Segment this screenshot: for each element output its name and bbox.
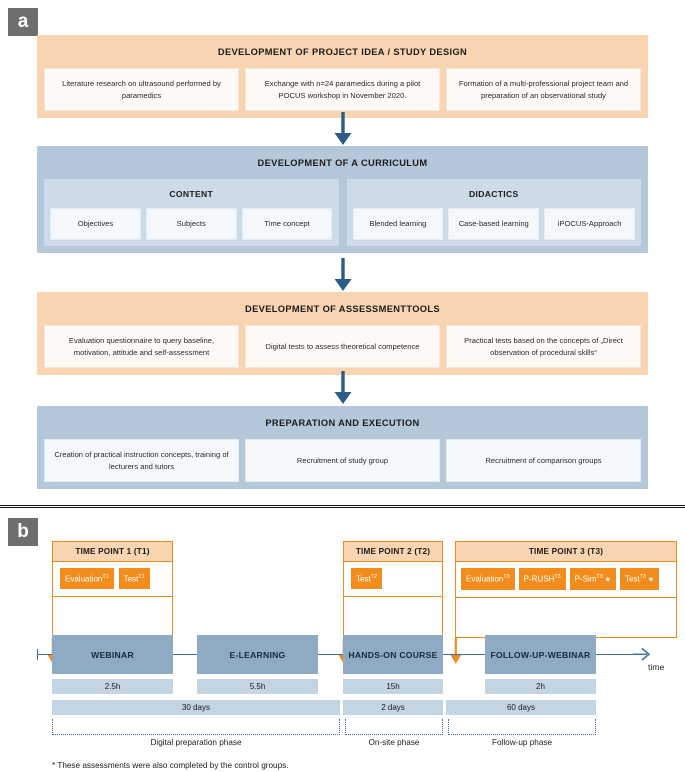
- phase-label-digital: Digital preparation phase: [150, 738, 242, 747]
- flow-cell: Evaluation questionnaire to query baseli…: [44, 325, 239, 368]
- panel-b-timeline: b TIME POINT 1 (T1) EvaluationT1 TestT1 …: [0, 509, 685, 772]
- assessment-badge-row: TestT2: [344, 562, 442, 597]
- timeline-step-follow-up-webinar: FOLLOW-UP-WEBINAR: [485, 635, 596, 674]
- time-point-title: TIME POINT 3 (T3): [456, 542, 676, 562]
- phase-bracket-followup: [448, 719, 596, 735]
- flow-cell: Objectives: [50, 208, 141, 240]
- stage-cell-row: Evaluation questionnaire to query baseli…: [37, 325, 648, 375]
- timeline-step-e-learning: E-LEARNING: [197, 635, 318, 674]
- connector-arrow-t3-icon: [449, 638, 463, 671]
- flow-cell: Creation of practical instruction concep…: [44, 439, 239, 482]
- phase-bracket-digital: [52, 719, 340, 735]
- stage-title: DEVELOPMENT OF PROJECT IDEA / STUDY DESI…: [217, 47, 468, 57]
- stage-title: DEVELOPMENT OF A CURRICULUM: [257, 158, 428, 168]
- axis-arrow-icon: [633, 646, 651, 668]
- duration-webinar: 2.5h: [52, 679, 173, 694]
- panel-a-flowchart: a DEVELOPMENT OF PROJECT IDEA / STUDY DE…: [8, 8, 648, 489]
- duration-hands-on-course: 15h: [343, 679, 443, 694]
- group-cell-row: Blended learning Case-based learning iPO…: [347, 208, 642, 246]
- footnote-text: * These assessments were also completed …: [52, 761, 289, 770]
- flow-cell: Time concept: [241, 208, 333, 240]
- axis-label-time: time: [648, 662, 665, 672]
- curriculum-split: CONTENT Objectives Subjects Time concept…: [37, 179, 648, 253]
- group-title: DIDACTICS: [469, 189, 519, 199]
- time-point-title: TIME POINT 1 (T1): [53, 542, 172, 562]
- flow-cell: Digital tests to assess theoretical comp…: [245, 325, 440, 368]
- group-cell-row: Objectives Subjects Time concept: [44, 208, 339, 246]
- footnote-star-icon: ★: [602, 576, 611, 584]
- timeline-step-hands-on-course: HANDS-ON COURSE: [343, 635, 443, 674]
- panel-divider: [0, 505, 685, 508]
- assessment-badge-evaluation-t1: EvaluationT1: [60, 568, 114, 589]
- assessment-badge-evaluation-t3: EvaluationT3: [461, 568, 515, 590]
- stage-cell-row: Literature research on ultrasound perfor…: [37, 68, 648, 118]
- flow-cell: Exchange with n=24 paramedics during a p…: [245, 68, 440, 111]
- flow-cell: Practical tests based on the concepts of…: [446, 325, 641, 368]
- timeline-step-webinar: WEBINAR: [52, 635, 173, 674]
- stage-title: DEVELOPMENT OF ASSESSMENTTOOLS: [245, 304, 440, 314]
- time-point-2-box: TIME POINT 2 (T2) TestT2: [343, 541, 443, 638]
- panel-a-tag: a: [8, 8, 38, 36]
- stage-cell-row: Creation of practical instruction concep…: [37, 439, 648, 489]
- flow-cell: Recruitment of comparison groups: [446, 439, 641, 482]
- flow-cell: Formation of a multi-professional projec…: [446, 68, 641, 111]
- arrow-down-icon: [331, 112, 355, 151]
- time-point-title: TIME POINT 2 (T2): [344, 542, 442, 562]
- assessment-badge-psim-t3: P-SimT3 ★: [569, 568, 616, 590]
- phase-label-onsite: On-site phase: [368, 738, 420, 747]
- phase-bracket-onsite: [345, 719, 443, 735]
- flow-cell: Case-based learning: [448, 208, 540, 240]
- assessment-badge-test-t2: TestT2: [351, 568, 382, 589]
- span-2-days: 2 days: [343, 700, 443, 715]
- time-point-1-box: TIME POINT 1 (T1) EvaluationT1 TestT1: [52, 541, 173, 638]
- assessment-badge-prush-t3: P-RUSHT3: [518, 568, 566, 590]
- time-point-tail: [456, 598, 676, 638]
- time-point-tail: [344, 597, 442, 637]
- flow-cell: Subjects: [145, 208, 237, 240]
- flow-cell: Blended learning: [352, 208, 444, 240]
- panel-b-tag: b: [8, 518, 38, 546]
- flow-cell: iPOCUS-Approach: [544, 208, 635, 240]
- flow-stage-project-idea: DEVELOPMENT OF PROJECT IDEA / STUDY DESI…: [37, 35, 648, 118]
- time-point-3-box: TIME POINT 3 (T3) EvaluationT3 P-RUSHT3 …: [455, 541, 677, 638]
- span-30-days: 30 days: [52, 700, 340, 715]
- flow-cell: Literature research on ultrasound perfor…: [44, 68, 239, 111]
- phase-label-followup: Follow-up phase: [491, 738, 553, 747]
- timeline-axis: [37, 654, 645, 656]
- flow-cell: Recruitment of study group: [245, 439, 440, 482]
- assessment-badge-row: EvaluationT3 P-RUSHT3 P-SimT3 ★ TestT3 ★: [456, 562, 676, 598]
- curriculum-group-didactics: DIDACTICS Blended learning Case-based le…: [346, 179, 642, 246]
- stage-title: PREPARATION AND EXECUTION: [265, 418, 420, 428]
- footnote-star-icon: ★: [645, 576, 655, 584]
- time-point-tail: [53, 597, 172, 637]
- flow-stage-assessment-tools: DEVELOPMENT OF ASSESSMENTTOOLS Evaluatio…: [37, 292, 648, 375]
- flow-stage-curriculum: DEVELOPMENT OF A CURRICULUM CONTENT Obje…: [37, 146, 648, 253]
- curriculum-group-content: CONTENT Objectives Subjects Time concept: [44, 179, 339, 246]
- arrow-down-icon: [331, 371, 355, 410]
- flow-stage-preparation-execution: PREPARATION AND EXECUTION Creation of pr…: [37, 406, 648, 489]
- assessment-badge-test-t1: TestT1: [118, 568, 150, 589]
- group-title: CONTENT: [169, 189, 214, 199]
- span-60-days: 60 days: [446, 700, 596, 715]
- duration-e-learning: 5.5h: [197, 679, 318, 694]
- assessment-badge-test-t3: TestT3 ★: [619, 568, 660, 590]
- arrow-down-icon: [331, 258, 355, 297]
- duration-follow-up-webinar: 2h: [485, 679, 596, 694]
- assessment-badge-row: EvaluationT1 TestT1: [53, 562, 172, 597]
